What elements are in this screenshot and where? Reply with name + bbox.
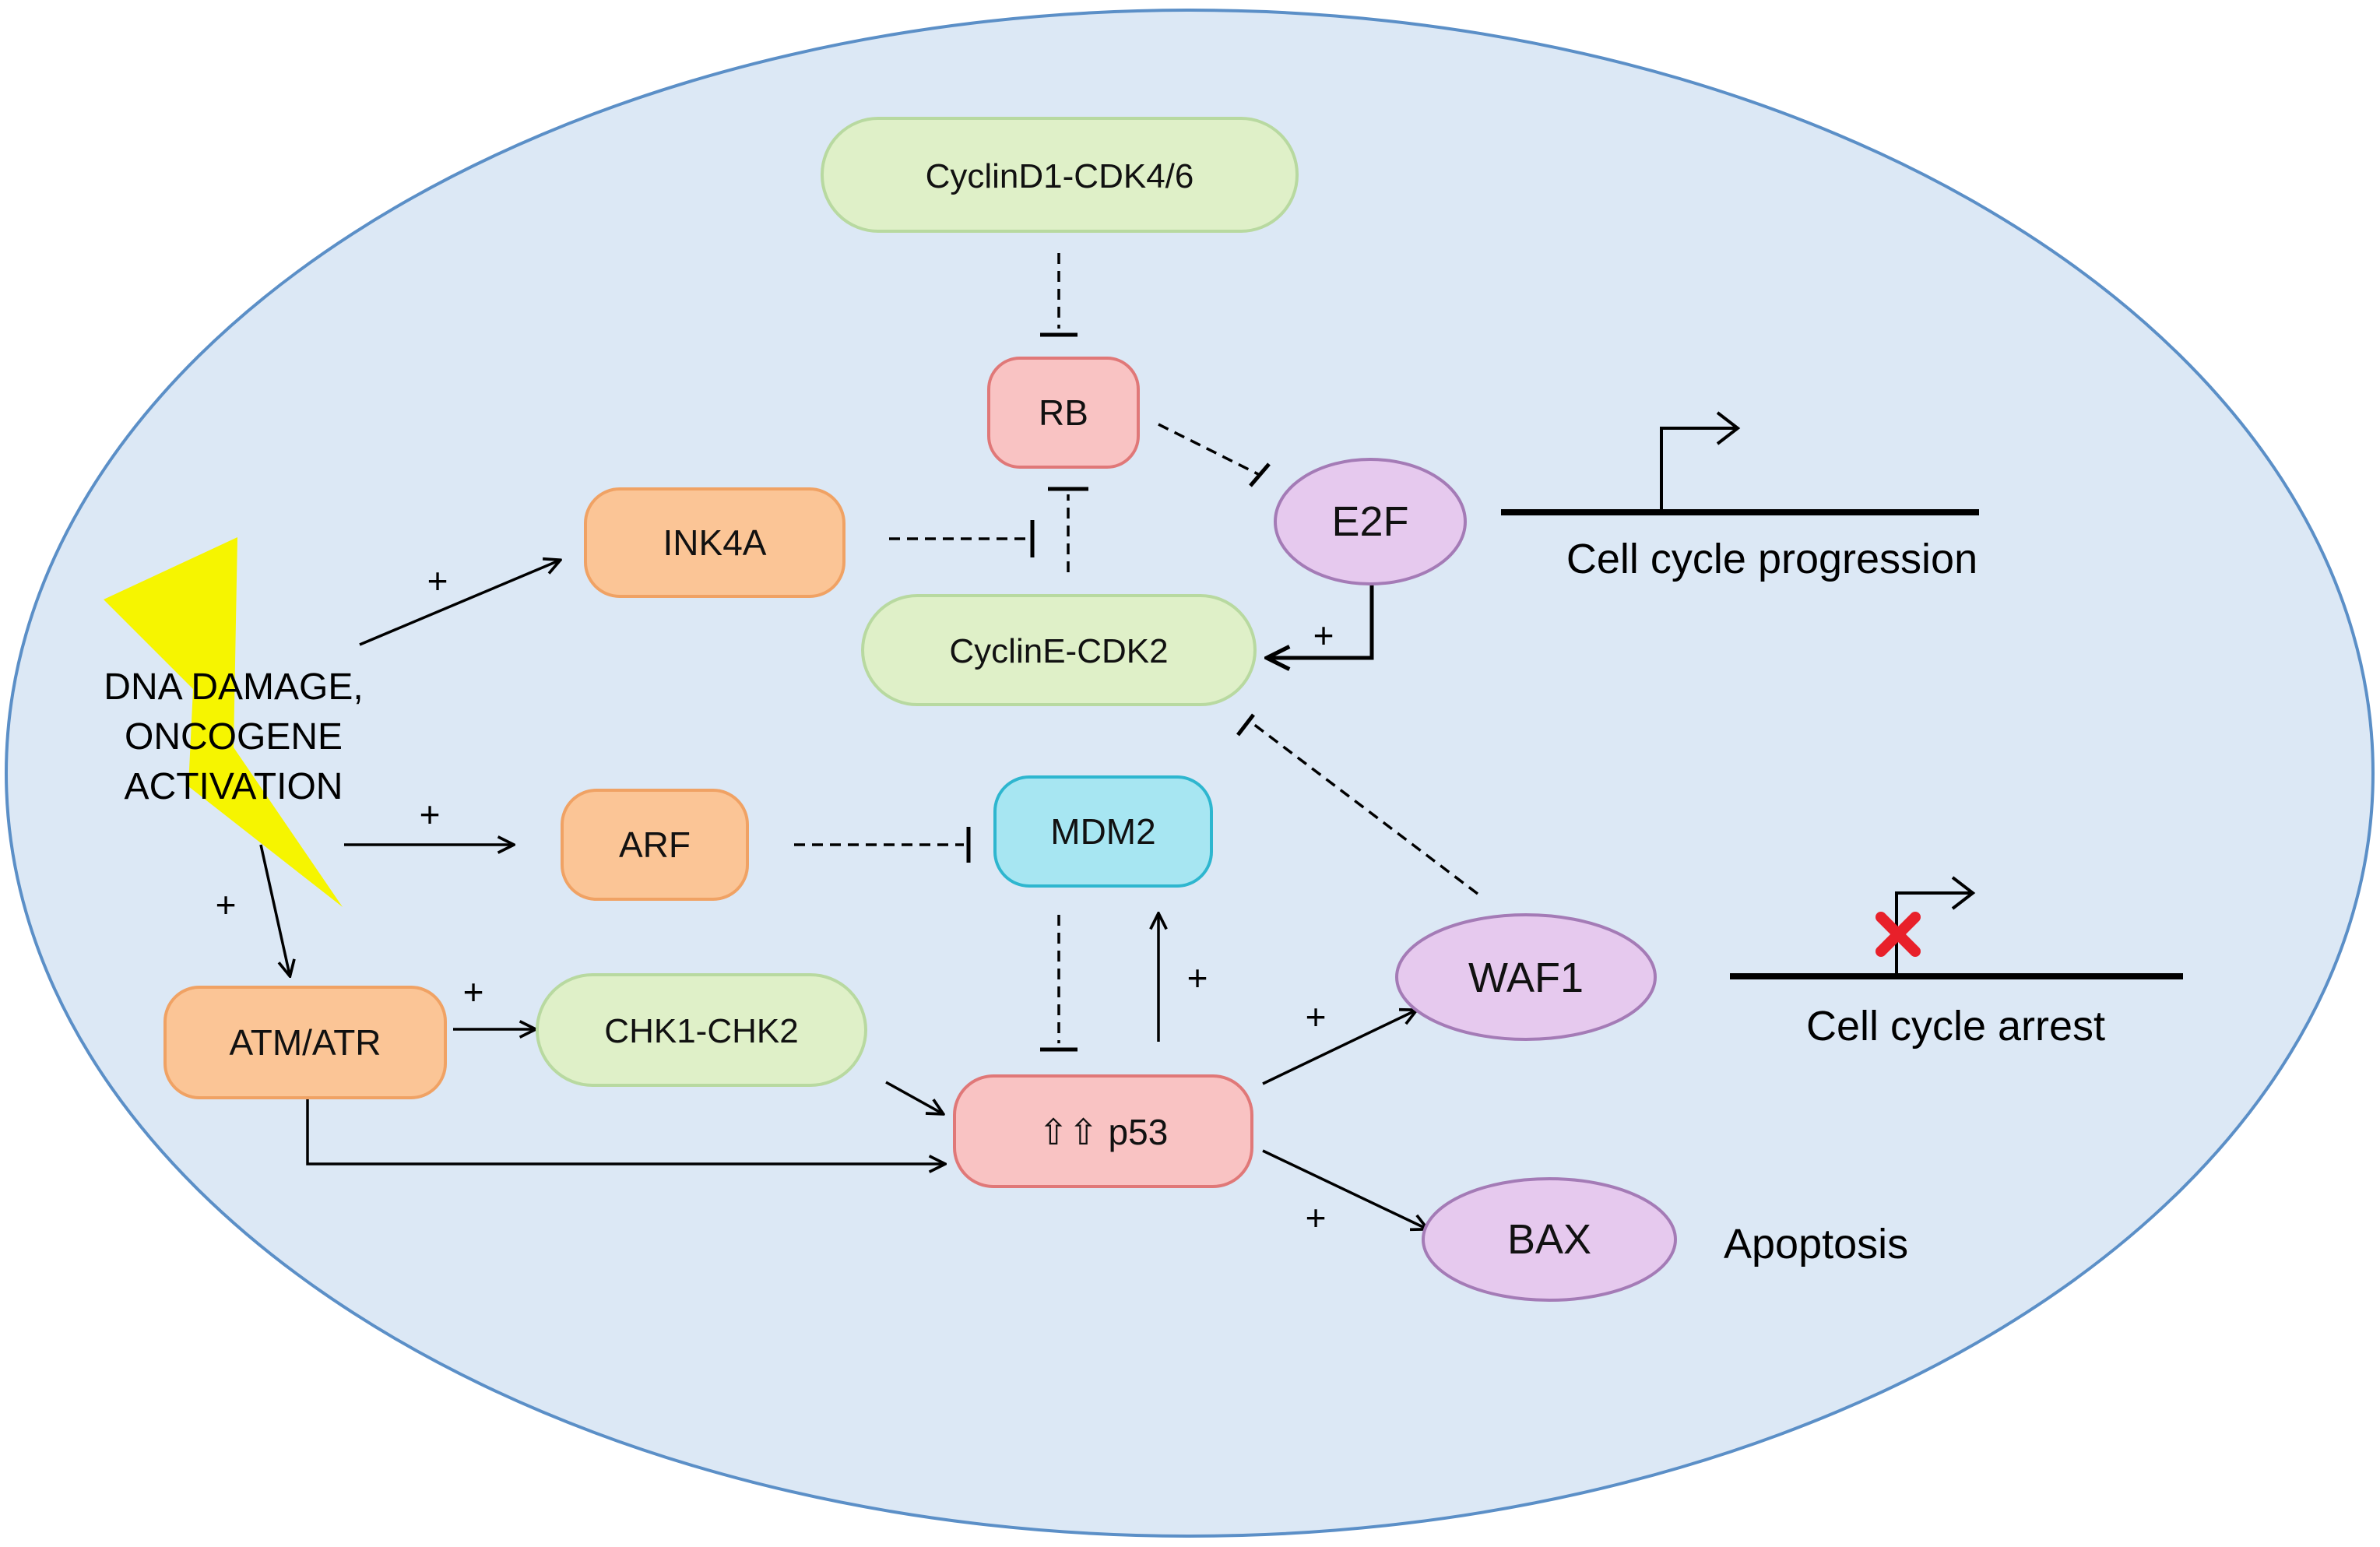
stimulus-line-3: ACTIVATION	[125, 766, 343, 807]
bar-waf1-cycline	[1236, 713, 1255, 737]
node-ink4a: INK4A	[584, 487, 845, 598]
stimulus-line-1: DNA DAMAGE,	[104, 666, 363, 708]
edge-p53-bax	[1262, 1149, 1426, 1229]
node-atm-label: ATM/ATR	[229, 1022, 381, 1063]
bar-rb-e2f	[1249, 462, 1271, 487]
node-mdm2: MDM2	[993, 775, 1213, 888]
edge-e2f-cycline	[1269, 568, 1374, 658]
plus-e2f: +	[1313, 615, 1334, 656]
node-waf1-label: WAF1	[1468, 955, 1584, 1001]
apoptosis-label: Apoptosis	[1724, 1221, 1908, 1267]
plus-chk: +	[463, 972, 484, 1012]
edge-rb-e2f	[1158, 423, 1260, 476]
edge-p53-waf1	[1262, 1011, 1415, 1085]
edge-stimulus-ink4a	[359, 561, 559, 646]
node-chk: CHK1-CHK2	[536, 973, 867, 1087]
node-ink4a-label: INK4A	[663, 522, 767, 563]
node-p53-label: ⇧⇧ p53	[1039, 1112, 1169, 1152]
node-cycline: CyclinE-CDK2	[861, 594, 1257, 706]
plus-ink4a: +	[427, 561, 448, 601]
node-chk-label: CHK1-CHK2	[604, 1012, 798, 1050]
plus-mdm2: +	[1187, 958, 1208, 998]
node-waf1: WAF1	[1395, 913, 1657, 1041]
progression-gene	[1501, 411, 1979, 515]
plus-waf1: +	[1306, 997, 1327, 1037]
node-arf-label: ARF	[619, 824, 691, 865]
edge-stimulus-atm	[259, 844, 290, 975]
blocked-x-icon	[1876, 912, 1921, 957]
arrest-gene	[1730, 876, 2183, 979]
arrest-label: Cell cycle arrest	[1806, 1003, 2105, 1049]
node-rb: RB	[987, 357, 1140, 469]
plus-atm: +	[216, 884, 237, 925]
node-p53: ⇧⇧ p53	[953, 1074, 1253, 1188]
node-atm: ATM/ATR	[163, 986, 447, 1099]
node-rb-label: RB	[1039, 392, 1088, 433]
stimulus-line-2: ONCOGENE	[125, 716, 343, 758]
edge-atm-p53	[306, 1099, 944, 1164]
node-bax-label: BAX	[1507, 1216, 1591, 1263]
node-arf: ARF	[561, 789, 749, 901]
lightning-bolt-icon	[104, 537, 343, 907]
cell-boundary	[5, 9, 2375, 1538]
node-cycline-label: CyclinE-CDK2	[949, 632, 1168, 670]
edge-chk-p53	[885, 1081, 942, 1113]
plus-bax: +	[1306, 1197, 1327, 1238]
node-e2f: E2F	[1274, 458, 1467, 585]
node-bax: BAX	[1422, 1177, 1677, 1302]
node-cyclind1-label: CyclinD1-CDK4/6	[926, 157, 1194, 195]
edge-waf1-cycline	[1252, 723, 1479, 895]
node-e2f-label: E2F	[1331, 498, 1408, 545]
progression-label: Cell cycle progression	[1566, 536, 1977, 582]
plus-arf: +	[420, 794, 441, 835]
node-cyclind1: CyclinD1-CDK4/6	[821, 117, 1299, 233]
node-mdm2-label: MDM2	[1050, 811, 1155, 852]
